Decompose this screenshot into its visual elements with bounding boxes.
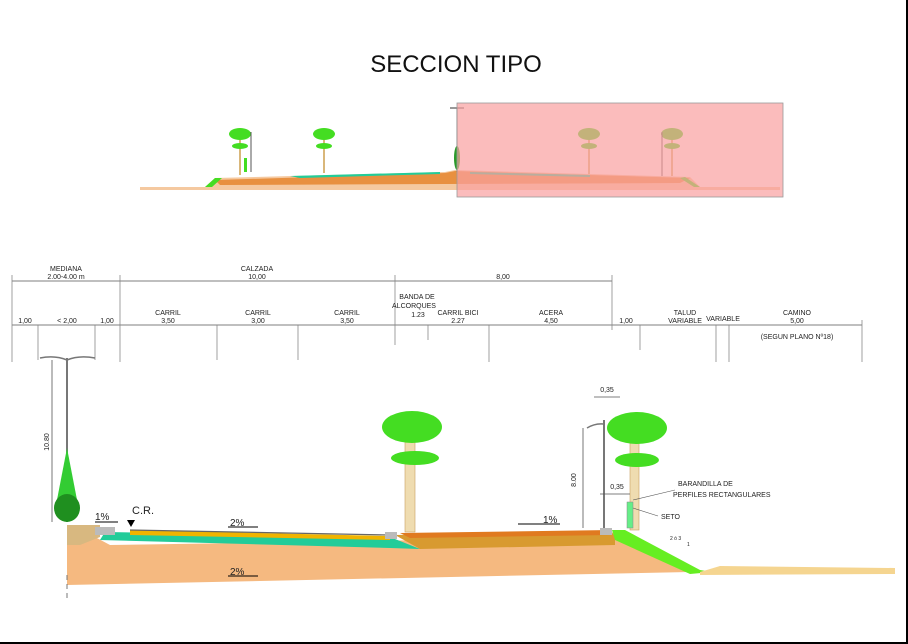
seg-value: 1,00: [619, 318, 633, 325]
lamp-height-label: 10.80: [44, 433, 51, 451]
dim-mediana-value: 2.00-4.00 m: [47, 274, 85, 281]
seg-label: TALUD: [674, 310, 696, 317]
seg-value: 1,00: [18, 318, 32, 325]
sidewalk-lamp: [582, 396, 620, 528]
railing-leader: [632, 489, 676, 501]
seg-value: 2.27: [451, 318, 465, 325]
seg-label: ACERA: [539, 310, 563, 317]
dimension-lines: [11, 275, 863, 362]
slope-grass: [612, 530, 712, 574]
seg-value: < 2,00: [57, 318, 77, 325]
seg-note: (SEGUN PLANO Nº18): [761, 334, 834, 341]
overview-highlight: [456, 102, 784, 198]
pine-tree: [382, 411, 442, 533]
railing-offset-label: 0,35: [610, 484, 624, 491]
hedge-leader: [632, 507, 659, 517]
seg-value: 1,00: [100, 318, 114, 325]
cr-label: C.R.: [132, 505, 154, 517]
seg-value: VARIABLE: [706, 316, 740, 323]
dim-calzada-value: 10,00: [248, 274, 266, 281]
hedge: [626, 501, 634, 529]
seg-value: 3,00: [251, 318, 265, 325]
seg-value: 4,50: [544, 318, 558, 325]
kerb: [600, 528, 612, 535]
road-surface: [129, 529, 391, 536]
overview-hedge: [244, 158, 247, 172]
hedge-label: SETO: [661, 514, 680, 521]
talud-ratio2: 1: [687, 542, 690, 548]
slope-road-label: 2%: [230, 518, 245, 529]
seg-label2: ALCORQUES: [392, 303, 436, 310]
seg-label: CARRIL: [334, 310, 360, 317]
dim-right-value: 8,00: [496, 274, 510, 281]
seg-label: CARRIL: [245, 310, 271, 317]
cr-marker-icon: [127, 520, 135, 527]
seg-label: CAMINO: [783, 310, 812, 317]
lamp-offset-label: 0,35: [600, 387, 614, 394]
overview-tree: [229, 128, 251, 175]
sidewalk-layer: [400, 530, 612, 538]
slope-median-label: 1%: [95, 512, 110, 523]
talud-ratio: 2 ó 3: [670, 536, 681, 542]
seg-label: CARRIL: [155, 310, 181, 317]
camino: [700, 566, 895, 575]
overview-slope-left: [205, 178, 222, 187]
overview-subbase-left: [290, 172, 440, 178]
kerb: [385, 532, 397, 539]
overview-section: [140, 102, 784, 198]
seg-value: 1.23: [411, 312, 425, 319]
seg-value: 3,50: [340, 318, 354, 325]
asphalt-layer: [130, 530, 390, 540]
drawing-title: SECCION TIPO: [370, 51, 542, 78]
pine-tree: [607, 412, 667, 531]
seg-value: 3,50: [161, 318, 175, 325]
dim-mediana-label: MEDIANA: [50, 266, 82, 273]
seg-label: BANDA DE: [399, 294, 435, 301]
slope-base-label: 2%: [230, 567, 245, 578]
seg-label: CARRIL BICI: [438, 310, 479, 317]
median-fill: [67, 525, 100, 545]
slope-sidewalk-label: 1%: [543, 515, 558, 526]
railing-label: BARANDILLA DE: [678, 481, 733, 488]
kerb: [95, 527, 115, 535]
main-section: 10.80 8.00 0,35 0,35: [39, 356, 895, 600]
seg-value: VARIABLE: [668, 318, 702, 325]
seg-value: 5,00: [790, 318, 804, 325]
cypress-tree: [54, 448, 80, 522]
railing-label2: PERFILES RECTANGULARES: [673, 492, 771, 499]
lamp-height-right-label: 8.00: [571, 473, 578, 487]
overview-tree: [313, 128, 335, 173]
dim-calzada-label: CALZADA: [241, 266, 274, 273]
